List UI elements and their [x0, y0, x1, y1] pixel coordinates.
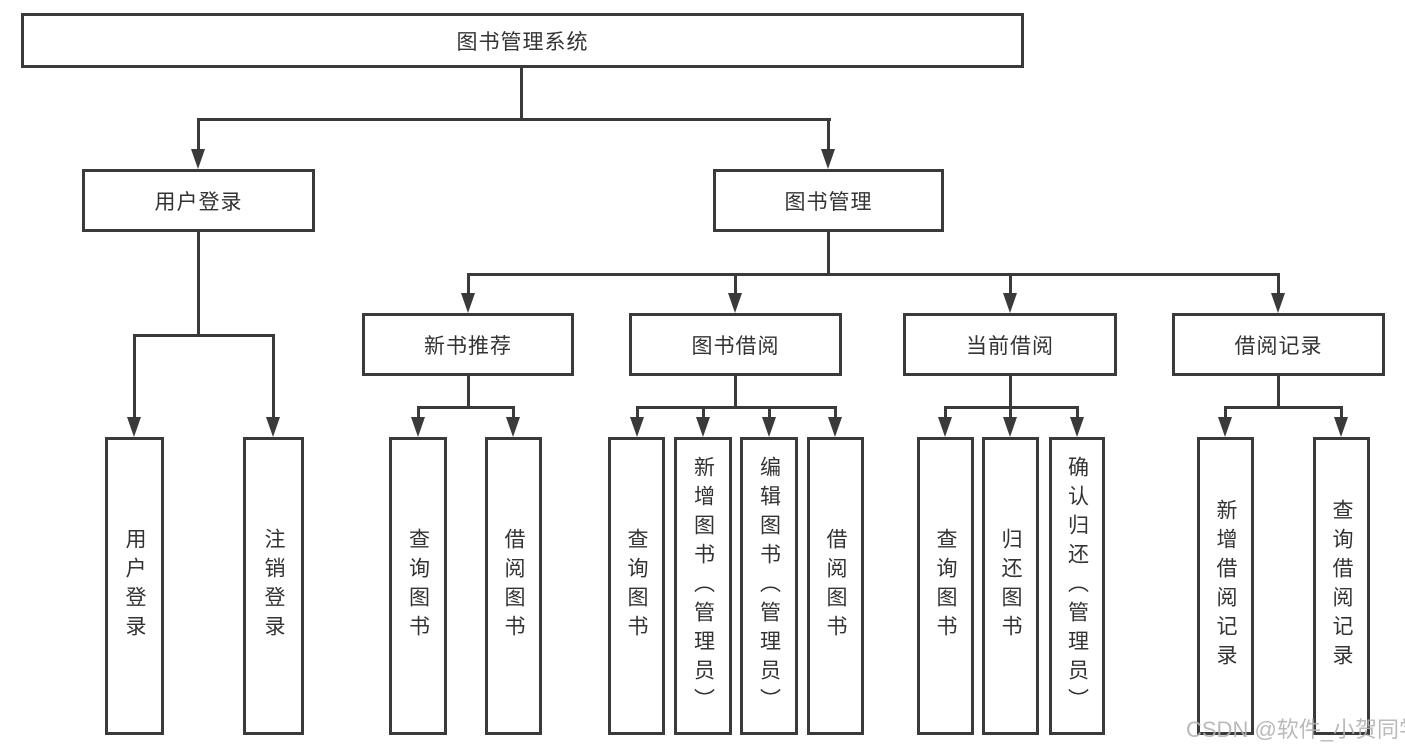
- node-user-login-label: 用户登录: [154, 190, 243, 214]
- connector-new-book-split: [417, 406, 515, 409]
- connector-current-borrow-stem: [1009, 376, 1012, 409]
- leaf-edit-book-admin-label: 编辑图书（管理员）: [757, 455, 781, 717]
- leaf-add-book-admin-label: 新增图书（管理员）: [691, 455, 715, 717]
- connector-root-split: [197, 118, 831, 121]
- leaf-user-login-label: 用户登录: [123, 528, 146, 644]
- csdn-watermark: CSDN @软件_小贺同学: [1186, 717, 1405, 742]
- leaf-return-book-label: 归还图书: [999, 528, 1022, 644]
- connector-book-borrow-stem: [734, 376, 737, 409]
- connector-to-leaf-user-login: [133, 334, 136, 417]
- connector-to-leaf-nb-query: [417, 406, 420, 417]
- connector-to-leaf-cb-confirm: [1076, 406, 1079, 417]
- leaf-borrow-book-recommend-label: 借阅图书: [502, 528, 525, 644]
- node-book-borrow-label: 图书借阅: [691, 334, 780, 358]
- connector-to-leaf-logout: [272, 334, 275, 417]
- connector-user-login-split: [133, 334, 275, 337]
- connector-to-leaf-bb-edit: [768, 406, 771, 417]
- leaf-add-borrow-record: 新增借阅记录: [1197, 437, 1254, 735]
- arrow-down-leaf-cb-return: [1003, 417, 1017, 437]
- connector-to-user-login: [197, 118, 200, 149]
- leaf-user-login: 用户登录: [105, 437, 164, 735]
- arrow-down-leaf-br-query: [1334, 417, 1348, 437]
- connector-book-borrow-split: [636, 406, 837, 409]
- connector-to-leaf-bb-query: [636, 406, 639, 417]
- leaf-borrow-book: 借阅图书: [807, 437, 864, 735]
- arrow-down-leaf-bb-edit: [762, 417, 776, 437]
- arrow-down-leaf-nb-query: [411, 417, 425, 437]
- arrow-down-current-borrow: [1003, 293, 1017, 313]
- arrow-down-leaf-bb-query: [630, 417, 644, 437]
- leaf-add-book-admin: 新增图书（管理员）: [674, 437, 732, 735]
- leaf-query-book-borrow-label: 查询图书: [625, 528, 648, 644]
- leaf-query-book-recommend-label: 查询图书: [406, 528, 430, 644]
- connector-borrow-records-split: [1224, 406, 1343, 409]
- connector-to-book-management: [827, 118, 830, 149]
- connector-to-leaf-nb-borrow: [512, 406, 515, 417]
- leaf-logout: 注销登录: [243, 437, 304, 735]
- arrow-down-new-book: [461, 293, 475, 313]
- leaf-borrow-book-recommend: 借阅图书: [485, 437, 542, 735]
- node-book-borrow: 图书借阅: [629, 313, 842, 376]
- leaf-query-book-recommend: 查询图书: [389, 437, 447, 735]
- connector-to-leaf-cb-query: [944, 406, 947, 417]
- connector-book-mgmt-stem: [827, 232, 830, 276]
- connector-user-login-stem: [197, 232, 200, 337]
- leaf-add-borrow-record-label: 新增借阅记录: [1214, 499, 1237, 673]
- arrow-down-leaf-br-add: [1218, 417, 1232, 437]
- arrow-down-leaf-cb-query: [938, 417, 952, 437]
- arrow-down-leaf-bb-add: [696, 417, 710, 437]
- node-book-management: 图书管理: [713, 169, 944, 232]
- connector-root-stem: [520, 68, 523, 120]
- leaf-query-borrow-record-label: 查询借阅记录: [1330, 499, 1353, 673]
- node-root-label: 图书管理系统: [456, 30, 589, 54]
- leaf-query-book-current: 查询图书: [917, 437, 974, 735]
- leaf-return-book: 归还图书: [982, 437, 1039, 735]
- connector-to-leaf-br-add: [1224, 406, 1227, 417]
- connector-new-book-stem: [467, 376, 470, 409]
- connector-to-book-borrow: [734, 273, 737, 293]
- connector-to-borrow-records: [1277, 273, 1280, 293]
- leaf-borrow-book-label: 借阅图书: [824, 528, 847, 644]
- node-new-book-recommend: 新书推荐: [362, 313, 574, 376]
- arrow-down-book-borrow: [728, 293, 742, 313]
- arrow-down-leaf-cb-confirm: [1070, 417, 1084, 437]
- leaf-query-book-current-label: 查询图书: [934, 528, 957, 644]
- connector-book-mgmt-split: [467, 273, 1280, 276]
- arrow-down-leaf-logout: [266, 417, 280, 437]
- node-borrow-records-label: 借阅记录: [1234, 334, 1323, 358]
- arrow-down-leaf-bb-borrow: [828, 417, 842, 437]
- leaf-confirm-return-admin: 确认归还（管理员）: [1049, 437, 1105, 735]
- leaf-logout-label: 注销登录: [262, 528, 285, 644]
- connector-to-leaf-cb-return: [1009, 406, 1012, 417]
- node-borrow-records: 借阅记录: [1172, 313, 1385, 376]
- connector-borrow-records-stem: [1277, 376, 1280, 409]
- arrow-down-leaf-user-login: [127, 417, 141, 437]
- connector-to-leaf-br-query: [1340, 406, 1343, 417]
- node-root: 图书管理系统: [21, 13, 1024, 68]
- node-current-borrow: 当前借阅: [903, 313, 1117, 376]
- connector-to-leaf-bb-borrow: [834, 406, 837, 417]
- arrow-down-user-login: [191, 149, 205, 169]
- node-user-login: 用户登录: [82, 169, 315, 232]
- leaf-confirm-return-admin-label: 确认归还（管理员）: [1065, 455, 1089, 717]
- arrow-down-borrow-records: [1271, 293, 1285, 313]
- node-book-management-label: 图书管理: [784, 190, 873, 214]
- arrow-down-leaf-nb-borrow: [506, 417, 520, 437]
- leaf-edit-book-admin: 编辑图书（管理员）: [740, 437, 798, 735]
- leaf-query-book-borrow: 查询图书: [608, 437, 665, 735]
- node-new-book-recommend-label: 新书推荐: [424, 334, 512, 358]
- arrow-down-book-management: [821, 149, 835, 169]
- leaf-query-borrow-record: 查询借阅记录: [1313, 437, 1370, 735]
- node-current-borrow-label: 当前借阅: [966, 334, 1054, 358]
- connector-to-new-book: [467, 273, 470, 293]
- connector-to-current-borrow: [1009, 273, 1012, 293]
- connector-to-leaf-bb-add: [702, 406, 705, 417]
